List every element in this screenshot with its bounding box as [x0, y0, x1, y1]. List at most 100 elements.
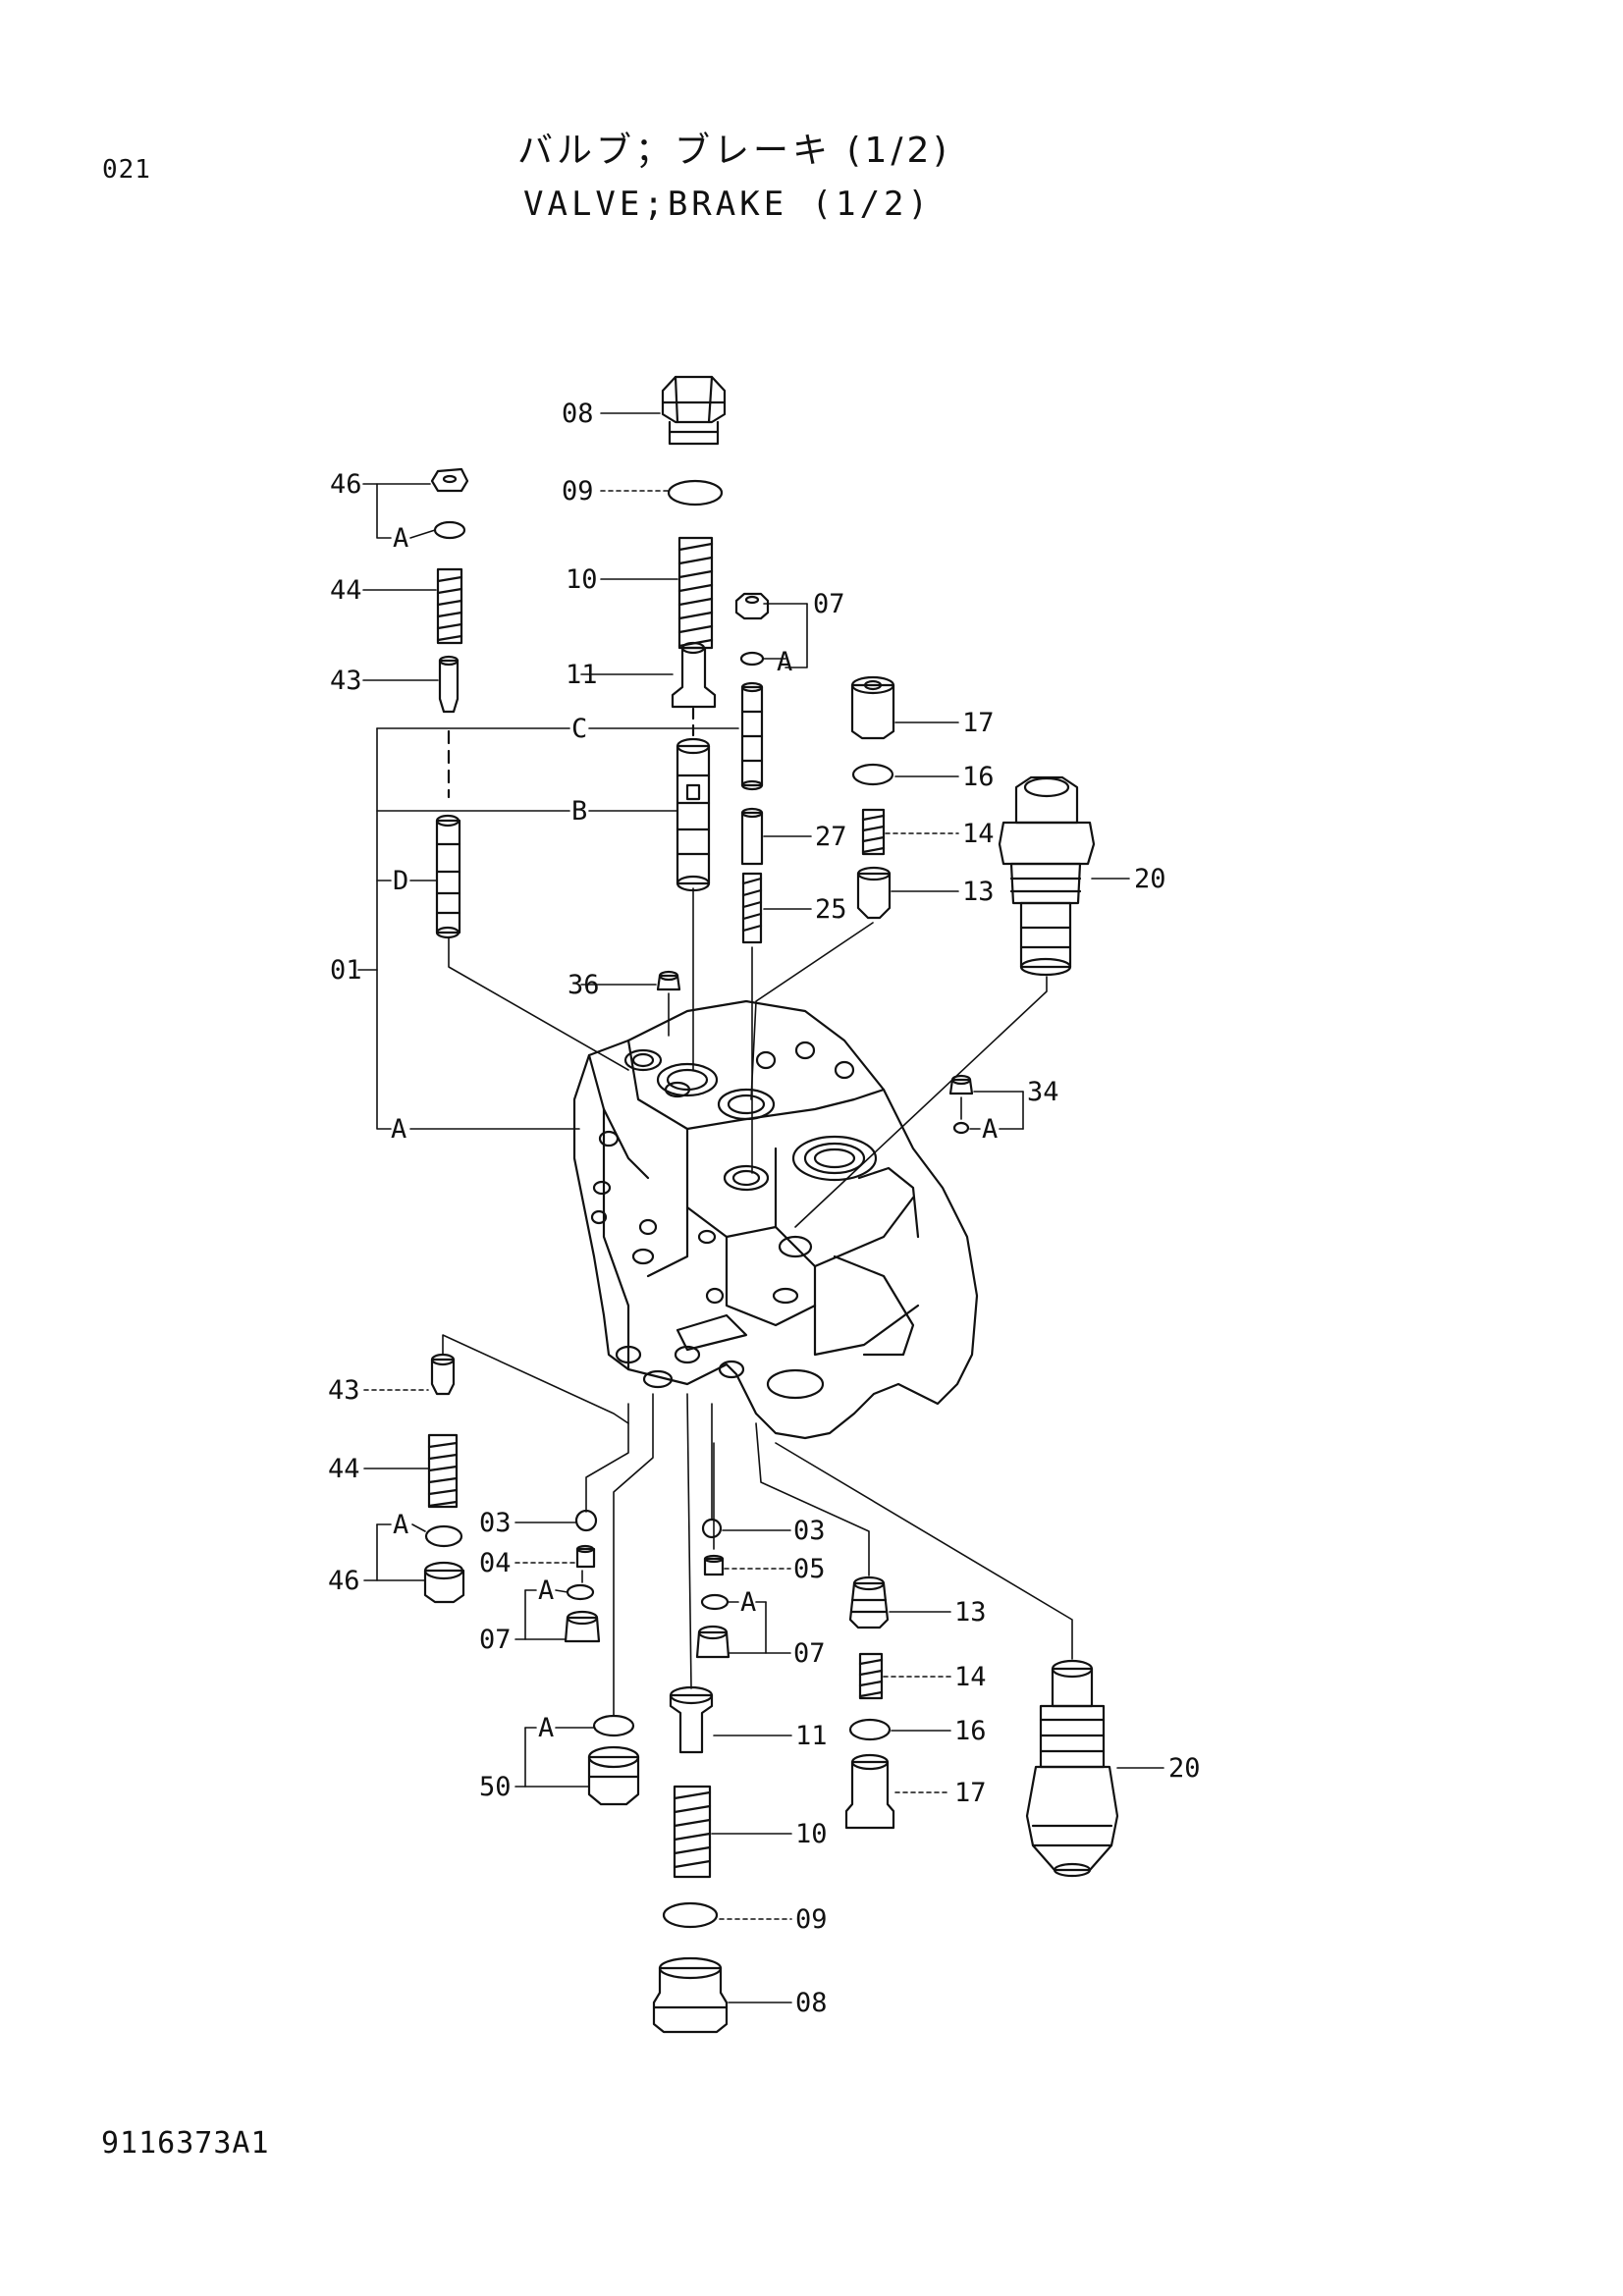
page-code: 021	[102, 155, 151, 185]
callout-14-top: 14	[962, 819, 995, 849]
callout-c: C	[571, 714, 587, 744]
callout-03-right: 03	[793, 1516, 826, 1546]
o-ring-16-top	[851, 763, 894, 786]
plug-46-bottom	[423, 1561, 465, 1604]
plug-36	[656, 970, 681, 991]
callout-05: 05	[793, 1554, 826, 1584]
leader-lines	[357, 412, 1164, 2003]
callout-16-bottom: 16	[954, 1716, 987, 1746]
callout-a-07-left: A	[538, 1575, 554, 1606]
plug-50	[587, 1745, 640, 1806]
plug-07-left	[564, 1610, 601, 1643]
o-ring-a-07-top	[739, 651, 765, 667]
callout-14-bottom: 14	[954, 1662, 987, 1692]
callout-03-left: 03	[479, 1508, 512, 1538]
orifice-04	[575, 1544, 596, 1569]
callout-07-top: 07	[813, 589, 845, 619]
callout-b: B	[571, 796, 587, 827]
spring-10-top	[677, 536, 714, 650]
o-ring-a-34	[952, 1121, 970, 1135]
callout-20-bottom: 20	[1168, 1753, 1201, 1784]
callout-11-bottom: 11	[795, 1721, 828, 1751]
callout-46-bottom: 46	[328, 1566, 360, 1596]
callout-d: D	[393, 866, 408, 896]
callout-01: 01	[330, 955, 362, 986]
callout-16-top: 16	[962, 762, 995, 792]
o-ring-a-top-left	[433, 520, 466, 540]
o-ring-a-46-bottom	[424, 1524, 463, 1548]
callout-a-46-bottom: A	[393, 1510, 408, 1540]
o-ring-a-50	[592, 1714, 635, 1737]
spring-10-bottom	[673, 1785, 712, 1879]
callout-50: 50	[479, 1772, 512, 1802]
orifice-05	[703, 1554, 725, 1576]
callout-a-07-top: A	[777, 647, 792, 677]
callout-43-bottom: 43	[328, 1375, 360, 1406]
plug-07-right	[695, 1625, 730, 1659]
callout-46-top: 46	[330, 469, 362, 500]
callout-09-bottom: 09	[795, 1904, 828, 1935]
callout-34: 34	[1027, 1077, 1059, 1107]
callout-27: 27	[815, 822, 847, 852]
callout-44-top: 44	[330, 575, 362, 606]
callout-10-top: 10	[566, 564, 598, 595]
poppet-13-bottom	[848, 1575, 890, 1629]
callout-08-bottom: 08	[795, 1988, 828, 2018]
callout-10-bottom: 10	[795, 1819, 828, 1849]
relief-valve-20-top	[998, 775, 1096, 977]
o-ring-a-07-right	[700, 1593, 730, 1611]
callout-07-right: 07	[793, 1638, 826, 1669]
ball-03-left	[574, 1509, 598, 1532]
plug-17-bottom	[844, 1753, 895, 1830]
relief-valve-20-bottom	[1025, 1659, 1119, 1878]
retainer-11-bottom	[669, 1685, 714, 1754]
callout-13-bottom: 13	[954, 1597, 987, 1628]
callout-36: 36	[568, 970, 600, 1000]
title-japanese: バルブ；ブレーキ (1/2)	[517, 131, 951, 171]
spool-d	[435, 814, 461, 939]
drawing-number: 9116373A1	[101, 2126, 270, 2161]
callout-a-46-top: A	[393, 523, 408, 554]
plug-07-top	[734, 592, 770, 620]
callout-17-bottom: 17	[954, 1778, 987, 1808]
spring-44-top	[436, 567, 463, 645]
callout-44-bottom: 44	[328, 1454, 360, 1484]
spool-c	[740, 681, 764, 791]
callout-a-01: A	[391, 1114, 406, 1145]
o-ring-a-07-left	[566, 1583, 595, 1601]
callout-a-07-right: A	[740, 1587, 756, 1618]
spring-14-top	[861, 808, 886, 856]
spring-25	[741, 872, 763, 944]
spool-b	[676, 737, 711, 892]
spring-14-bottom	[858, 1652, 884, 1700]
piston-43-top	[438, 655, 460, 714]
callout-07-left: 07	[479, 1625, 512, 1655]
plug-08-top	[661, 375, 727, 446]
poppet-13-top	[856, 866, 892, 920]
piston-43-bottom	[430, 1353, 456, 1396]
retainer-11-top	[671, 641, 717, 709]
callout-a-50: A	[538, 1713, 554, 1743]
plug-08-bottom	[652, 1956, 729, 2034]
o-ring-16-bottom	[848, 1718, 892, 1741]
callout-a-34: A	[982, 1114, 998, 1145]
callout-labels: 08 09 10 11 07 A 46 A 44 43 C B D 01 A 1…	[328, 399, 1201, 2018]
callout-20-top: 20	[1134, 864, 1166, 894]
callout-17-top: 17	[962, 708, 995, 738]
callout-25: 25	[815, 894, 847, 925]
plug-17-top	[850, 675, 895, 740]
callout-09-top: 09	[562, 476, 594, 507]
callout-08-top: 08	[562, 399, 594, 429]
spring-44-bottom	[427, 1433, 459, 1509]
callout-04: 04	[479, 1548, 512, 1578]
ball-03-right	[701, 1518, 723, 1539]
valve-body-housing	[572, 999, 979, 1440]
callout-13-top: 13	[962, 877, 995, 907]
callout-11-top: 11	[566, 660, 598, 690]
plug-46-top	[430, 467, 469, 493]
o-ring-09-bottom	[662, 1901, 719, 1929]
pin-27	[740, 807, 764, 866]
callout-43-top: 43	[330, 666, 362, 696]
title-english: VALVE;BRAKE (1/2)	[523, 185, 932, 224]
